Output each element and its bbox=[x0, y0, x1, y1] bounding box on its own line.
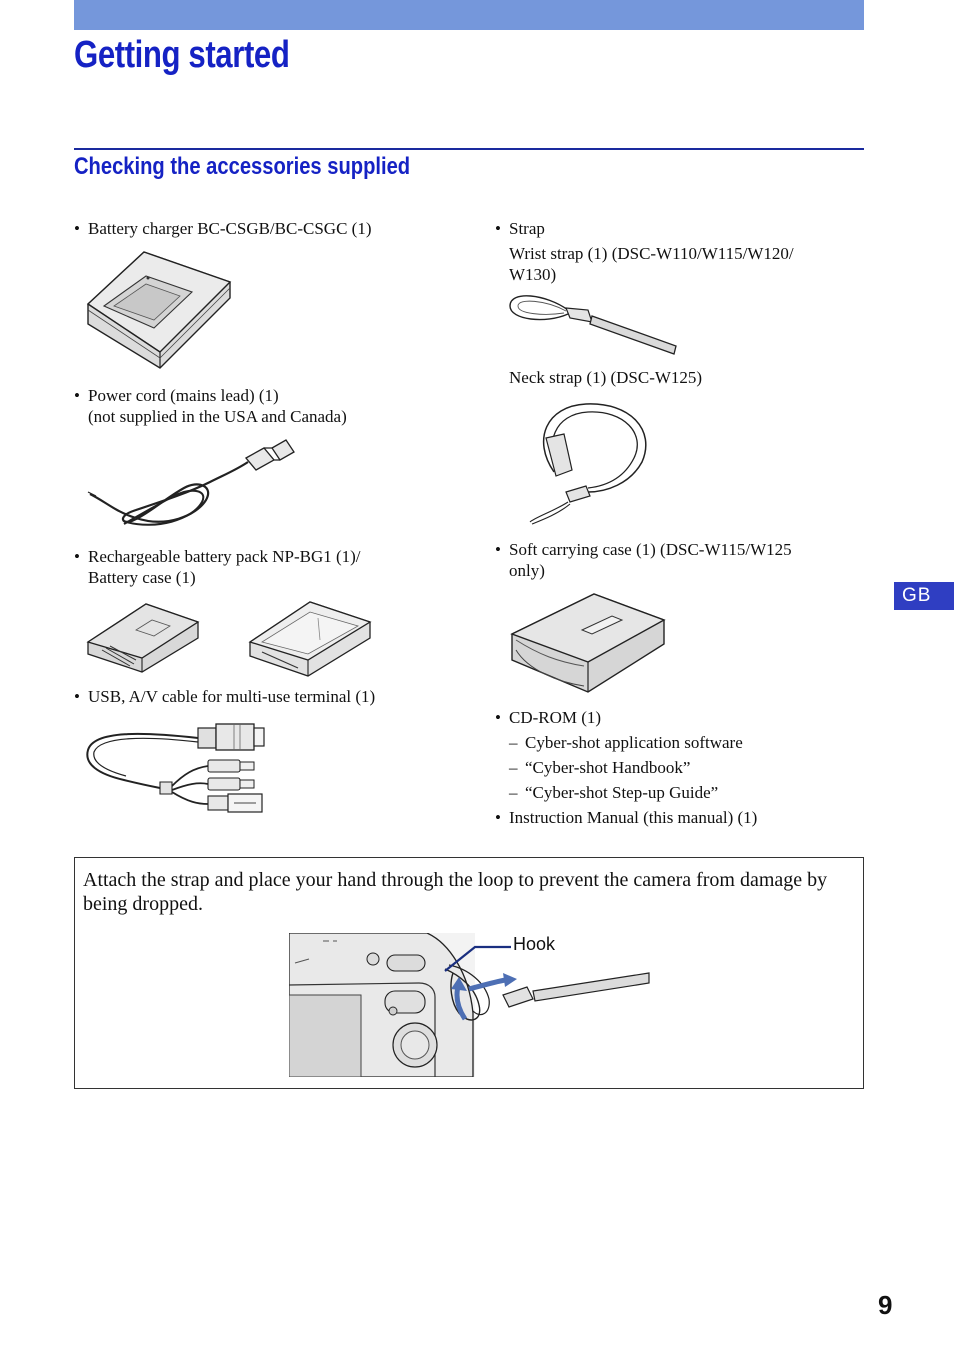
bullet: • bbox=[74, 547, 80, 566]
bullet: • bbox=[74, 687, 80, 706]
section-divider bbox=[74, 148, 864, 150]
bullet: • bbox=[74, 386, 80, 405]
hook-callout-label: Hook bbox=[513, 934, 556, 954]
battery-charger-illustration bbox=[86, 251, 232, 369]
neck-strap-illustration bbox=[529, 403, 647, 525]
strap-note-text: Attach the strap and place your hand thr… bbox=[83, 869, 828, 915]
header-color-bar bbox=[74, 0, 864, 30]
power-cord-label: Power cord (mains lead) (1) bbox=[88, 386, 279, 405]
usb-av-cable-illustration bbox=[86, 723, 265, 813]
case-label: Soft carrying case (1) (DSC-W115/W125 bbox=[509, 540, 792, 559]
page-title: Getting started bbox=[74, 34, 290, 76]
power-cord-note: (not supplied in the USA and Canada) bbox=[88, 407, 347, 426]
battery-pack-illustration bbox=[86, 603, 200, 673]
power-cord-illustration bbox=[87, 439, 295, 526]
soft-case-illustration bbox=[510, 593, 666, 693]
wrist-strap-label-cont: W130) bbox=[509, 265, 557, 284]
cdrom-dash: – bbox=[509, 758, 518, 777]
manual-label: Instruction Manual (this manual) (1) bbox=[509, 808, 758, 827]
wrist-strap-label: Wrist strap (1) (DSC-W110/W115/W120/ bbox=[509, 244, 794, 263]
bullet: • bbox=[495, 540, 501, 559]
strap-label: Strap bbox=[509, 219, 545, 238]
language-tab: GB bbox=[894, 582, 954, 610]
battery-case-illustration bbox=[248, 601, 372, 677]
camera-strap-illustration bbox=[289, 933, 650, 1077]
bullet: • bbox=[495, 708, 501, 727]
bullet: • bbox=[74, 219, 80, 238]
cdrom-dash: – bbox=[509, 783, 518, 802]
page-number: 9 bbox=[878, 1290, 893, 1320]
cdrom-item: “Cyber-shot Step-up Guide” bbox=[525, 783, 719, 802]
strap-note-box: Attach the strap and place your hand thr… bbox=[74, 857, 864, 1089]
battery-label: Rechargeable battery pack NP-BG1 (1)/ bbox=[88, 547, 361, 566]
bullet: • bbox=[495, 808, 501, 827]
section-title: Checking the accessories supplied bbox=[74, 153, 411, 180]
wrist-strap-illustration bbox=[509, 295, 677, 355]
charger-label: Battery charger BC-CSGB/BC-CSGC (1) bbox=[88, 219, 372, 238]
cdrom-label: CD-ROM (1) bbox=[509, 708, 602, 727]
battery-case-label: Battery case (1) bbox=[88, 568, 196, 587]
case-label-cont: only) bbox=[509, 561, 545, 580]
usb-cable-label: USB, A/V cable for multi-use terminal (1… bbox=[88, 687, 376, 706]
bullet: • bbox=[495, 219, 501, 238]
cdrom-item: Cyber-shot application software bbox=[525, 733, 743, 752]
cdrom-item: “Cyber-shot Handbook” bbox=[525, 758, 691, 777]
cdrom-dash: – bbox=[509, 733, 518, 752]
neck-strap-label: Neck strap (1) (DSC-W125) bbox=[509, 368, 703, 387]
